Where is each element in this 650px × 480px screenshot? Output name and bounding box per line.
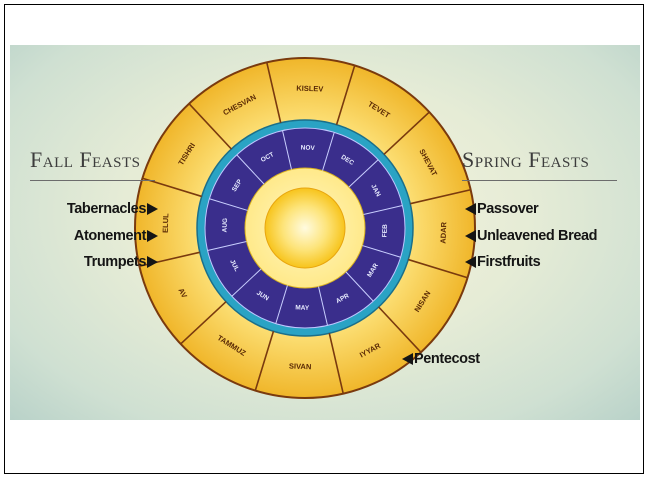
feast-atonement: Atonement [74, 228, 158, 244]
hebrew-month-label: ELUL [161, 213, 171, 233]
arrow-right-icon [147, 230, 158, 242]
hebrew-month-label: KISLEV [296, 84, 323, 94]
feast-label: Firstfruits [477, 254, 540, 270]
civil-month-label: MAY [295, 304, 310, 312]
feast-label: Trumpets [84, 254, 146, 270]
civil-month-label: AUG [222, 218, 230, 233]
arrow-left-icon [465, 256, 476, 268]
feast-label: Unleavened Bread [477, 228, 597, 244]
hebrew-month-label: ADAR [439, 221, 449, 244]
spring-feasts-rule [462, 180, 617, 181]
feast-label: Tabernacles [67, 201, 146, 217]
fall-feasts-rule [30, 180, 155, 181]
fall-feasts-title: Fall Feasts [30, 147, 140, 173]
feast-trumpets: Trumpets [84, 254, 158, 270]
arrow-right-icon [147, 203, 158, 215]
arrow-right-icon [147, 256, 158, 268]
feast-firstfruits: Firstfruits [465, 254, 540, 270]
feast-pentecost: Pentecost [402, 351, 480, 367]
arrow-left-icon [465, 230, 476, 242]
feast-passover: Passover [465, 201, 538, 217]
feast-unleavened-bread: Unleavened Bread [465, 228, 597, 244]
civil-month-label: FEB [381, 224, 388, 238]
arrow-left-icon [402, 353, 413, 365]
feast-label: Pentecost [414, 351, 480, 367]
sun-icon [265, 188, 345, 268]
arrow-left-icon [465, 203, 476, 215]
feast-label: Atonement [74, 228, 146, 244]
civil-month-label: NOV [301, 145, 316, 153]
feast-label: Passover [477, 201, 538, 217]
spring-feasts-title: Spring Feasts [462, 147, 589, 173]
hebrew-month-label: SIVAN [289, 362, 312, 372]
feast-tabernacles: Tabernacles [67, 201, 158, 217]
